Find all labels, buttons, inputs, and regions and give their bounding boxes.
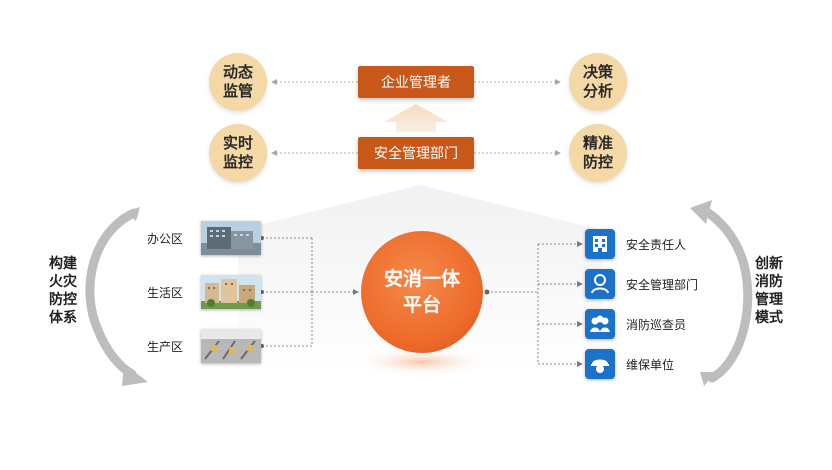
role-label-safety-responsible: 安全责任人 — [626, 238, 687, 252]
worker-helmet-icon — [585, 349, 615, 379]
right-side-text: 创新 消防 管理 模式 — [755, 256, 783, 326]
circle-dynamic-supervision: 动态 监管 — [209, 53, 267, 111]
zone-label-office: 办公区 — [147, 232, 184, 246]
role-label-safety-department: 安全管理部门 — [626, 278, 699, 292]
role-label-maintenance-unit: 维保单位 — [626, 358, 675, 372]
circle-decision-analysis: 决策 分析 — [569, 53, 627, 111]
zone-label-living: 生活区 — [147, 286, 184, 300]
circle-precise-control: 精准 防控 — [569, 124, 627, 182]
factory-production-line-photo — [201, 329, 261, 363]
box-safety-department: 安全管理部门 — [358, 137, 474, 169]
box-enterprise-manager: 企业管理者 — [358, 66, 474, 98]
center-platform-circle: 安消一体 平台 — [361, 231, 483, 353]
office-building-photo — [201, 221, 261, 255]
residential-buildings-photo — [201, 275, 261, 309]
left-curved-arrow — [85, 208, 139, 379]
center-glow — [352, 348, 492, 376]
circle-realtime-monitoring: 实时 监控 — [209, 124, 267, 182]
left-side-text: 构建 火灾 防控 体系 — [49, 256, 77, 326]
right-curved-arrow — [699, 205, 753, 383]
group-icon — [585, 309, 615, 339]
role-label-fire-inspector: 消防巡查员 — [626, 318, 687, 332]
zone-label-production: 生产区 — [147, 340, 184, 354]
person-icon — [585, 269, 615, 299]
up-arrow — [384, 104, 448, 132]
building-icon — [585, 229, 615, 259]
